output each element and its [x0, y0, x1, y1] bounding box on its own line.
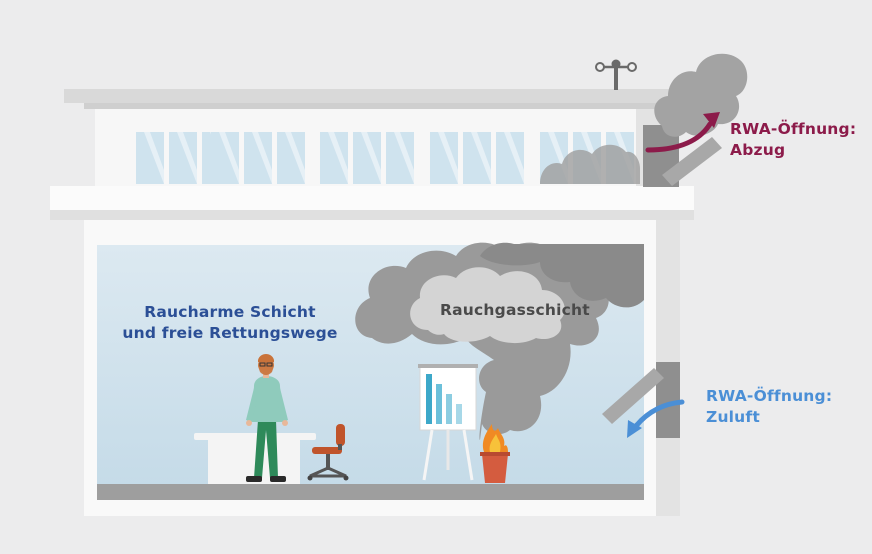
roof-exhaust-vent — [643, 53, 748, 187]
supply-arrow — [633, 399, 685, 429]
upper-window-row — [136, 132, 640, 184]
person-icon — [246, 354, 288, 482]
low-smoke-layer-line2: und freie Rettungswege — [122, 324, 338, 342]
room-floor — [97, 484, 644, 500]
window-glare — [361, 132, 381, 184]
window-glare — [328, 132, 348, 184]
wind-sensor-icon — [595, 59, 637, 90]
supply-opening-line2: Zuluft — [706, 408, 760, 426]
supply-opening-label: RWA-Öffnung: Zuluft — [706, 386, 832, 428]
supply-arrow-head — [627, 420, 642, 438]
exhaust-opening-line1: RWA-Öffnung: — [730, 120, 857, 138]
low-smoke-layer-line1: Raucharme Schicht — [144, 303, 316, 321]
smoke-gas-layer-label: Rauchgasschicht — [440, 301, 590, 319]
waste-bin-icon — [480, 452, 510, 483]
exhaust-opening-label: RWA-Öffnung: Abzug — [730, 119, 856, 161]
office-chair-icon — [307, 424, 349, 481]
roof-cap — [64, 89, 676, 103]
floor-slab — [50, 186, 694, 210]
low-smoke-layer-label: Raucharme Schicht und freie Rettungswege — [120, 302, 340, 344]
fire-icon — [482, 424, 508, 452]
exhaust-smoke — [654, 53, 748, 137]
smoke-gas-layer — [355, 242, 644, 440]
floor-slab-shadow — [50, 210, 694, 220]
exhaust-arrow-head — [703, 112, 720, 128]
upper-smoke-puff — [540, 144, 640, 184]
window-glare — [219, 132, 239, 184]
window-glare — [438, 132, 458, 184]
supply-flap — [602, 368, 664, 424]
supply-shaft — [656, 362, 680, 438]
window-glare — [504, 132, 524, 184]
roof-cap-underside — [84, 103, 658, 109]
window-glare — [394, 132, 414, 184]
exhaust-arrow — [645, 121, 713, 153]
wall-supply-vent — [602, 362, 685, 438]
smoke-cloud-label-bg — [410, 267, 565, 344]
window-glare — [144, 132, 164, 184]
flipchart-icon — [418, 364, 478, 481]
window-glare — [252, 132, 272, 184]
smoke-cloud-top-right — [480, 242, 644, 308]
window-glare — [471, 132, 491, 184]
window-glare — [285, 132, 305, 184]
exhaust-opening-line2: Abzug — [730, 141, 786, 159]
supply-opening-line1: RWA-Öffnung: — [706, 387, 833, 405]
window-glare — [177, 132, 197, 184]
exhaust-flap — [662, 137, 722, 186]
